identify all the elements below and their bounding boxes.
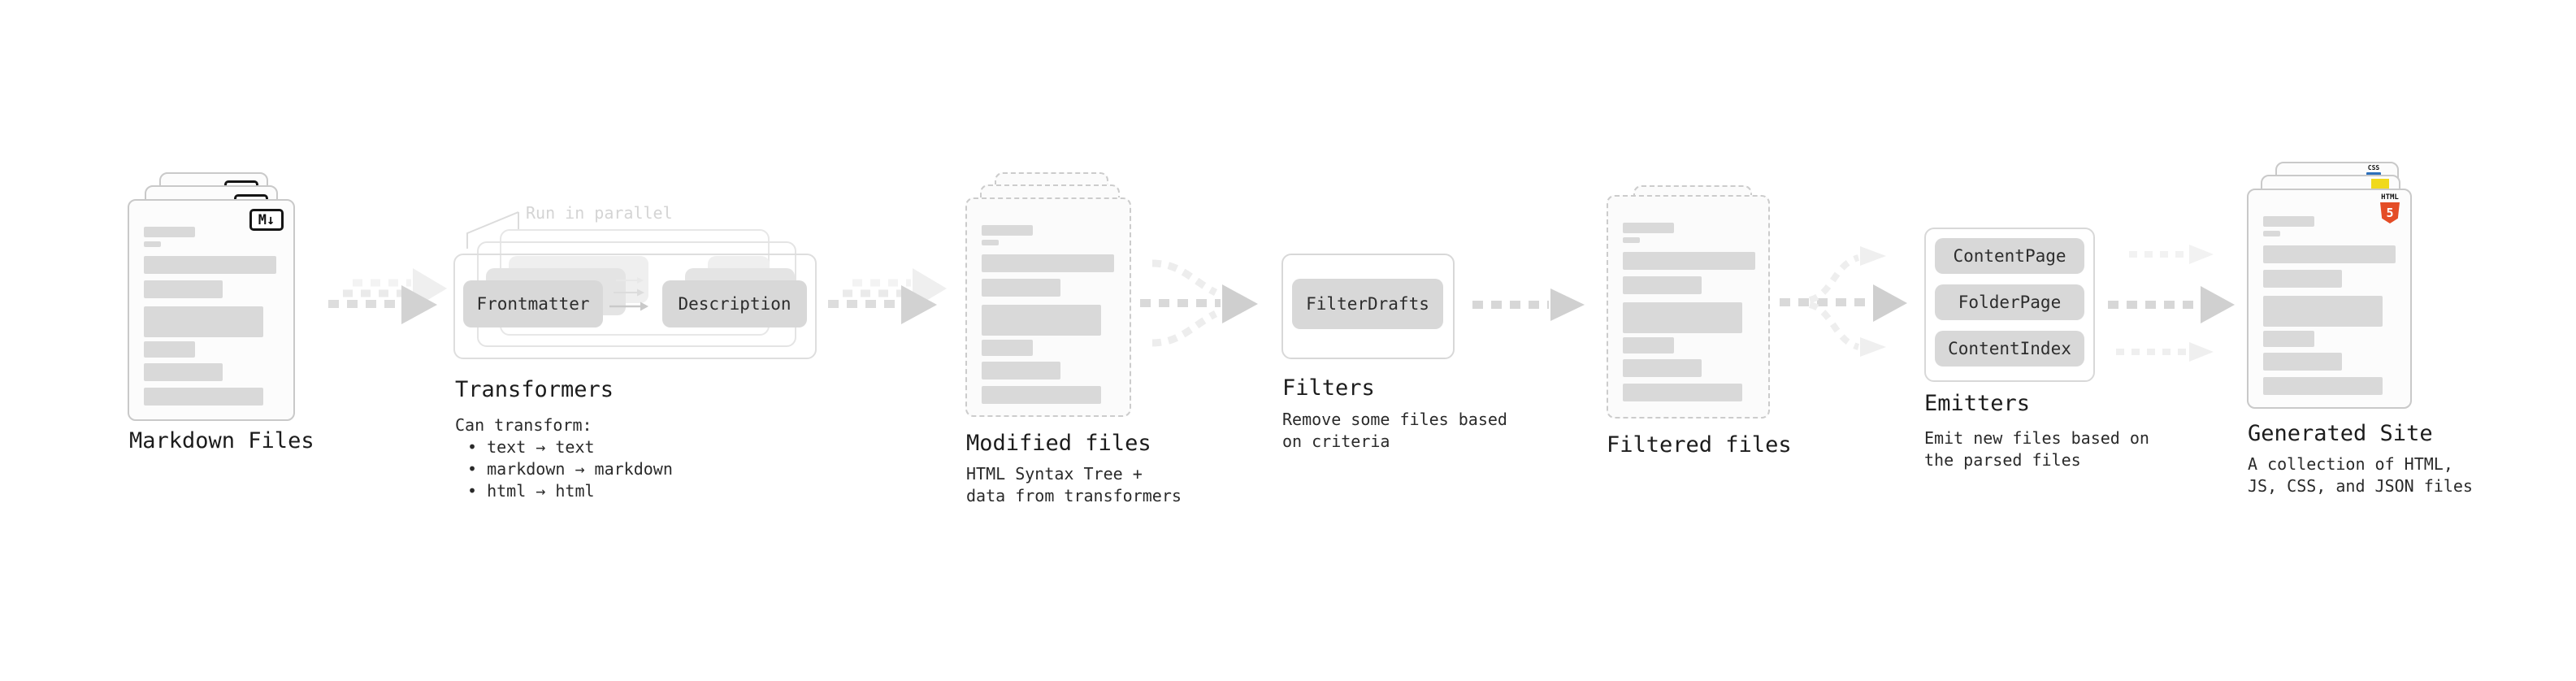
flow-arrow-parallel-icon (2108, 245, 2235, 362)
emitter-content-index-chip: ContentIndex (1935, 331, 2084, 367)
transformer-frontmatter-chip: Frontmatter (463, 280, 603, 327)
stage-title-filtered-files: Filtered files (1607, 432, 1792, 458)
stage-desc-transformers: Can transform: • text → text • markdown … (455, 414, 673, 502)
placeholder-text-lines (982, 225, 1114, 404)
html5-badge-number: 5 (2386, 206, 2394, 220)
callout-leader-line (466, 211, 519, 249)
desc-line: HTML Syntax Tree + (966, 464, 1143, 484)
emitter-content-page-chip: ContentPage (1935, 238, 2084, 274)
html5-badge-label: HTML (2381, 193, 2399, 202)
desc-line: A collection of HTML, (2248, 454, 2453, 474)
stage-desc-filters: Remove some files based on criteria (1282, 409, 1507, 453)
placeholder-text-lines (2263, 216, 2396, 395)
flow-arrow-single-icon (1472, 288, 1585, 321)
desc-line: the parsed files (1924, 450, 2081, 470)
desc-line: Remove some files based (1282, 410, 1507, 429)
transformer-description-chip: Description (662, 280, 807, 327)
document-card (965, 197, 1131, 417)
stage-title-generated-site: Generated Site (2248, 421, 2433, 446)
desc-line: Emit new files based on (1924, 428, 2149, 448)
flow-arrow-multi-icon (328, 268, 447, 324)
placeholder-text-lines (144, 227, 276, 406)
desc-line: • text → text (467, 437, 595, 457)
css-badge-label: CSS (2367, 164, 2380, 171)
placeholder-text-lines (1623, 223, 1755, 401)
filter-drafts-chip: FilterDrafts (1292, 279, 1443, 329)
document-card: HTML 5 (2247, 189, 2412, 409)
desc-line: • html → html (467, 481, 595, 501)
flow-arrow-multi-icon (828, 268, 947, 324)
stage-desc-emitters: Emit new files based on the parsed files (1924, 427, 2149, 471)
markdown-icon: M↓ (249, 209, 284, 231)
stage-title-transformers: Transformers (455, 377, 614, 402)
emitter-folder-page-chip: FolderPage (1935, 284, 2084, 320)
document-card: M↓ (128, 199, 295, 421)
desc-line: JS, CSS, and JSON files (2248, 476, 2473, 496)
desc-line: on criteria (1282, 432, 1390, 451)
flow-arrow-converge-icon (1140, 259, 1258, 347)
stage-title-emitters: Emitters (1924, 391, 2031, 416)
flow-arrow-diverge-icon (1780, 246, 1907, 357)
desc-line: Can transform: (455, 415, 592, 435)
js-icon (2371, 179, 2389, 189)
stage-title-filters: Filters (1282, 375, 1375, 401)
document-card (1607, 195, 1770, 419)
stage-title-markdown-files: Markdown Files (129, 428, 314, 453)
parallel-arrows-icon (609, 277, 648, 311)
transformer-card (453, 254, 817, 359)
desc-line: • markdown → markdown (467, 459, 673, 479)
html5-icon: HTML 5 (2379, 194, 2401, 223)
desc-line: data from transformers (966, 486, 1182, 505)
stage-desc-generated-site: A collection of HTML, JS, CSS, and JSON … (2248, 453, 2473, 497)
stage-desc-modified-files: HTML Syntax Tree + data from transformer… (966, 463, 1182, 507)
css-icon: CSS (2366, 165, 2381, 176)
stage-title-modified-files: Modified files (966, 431, 1151, 456)
run-in-parallel-note: Run in parallel (526, 203, 673, 223)
